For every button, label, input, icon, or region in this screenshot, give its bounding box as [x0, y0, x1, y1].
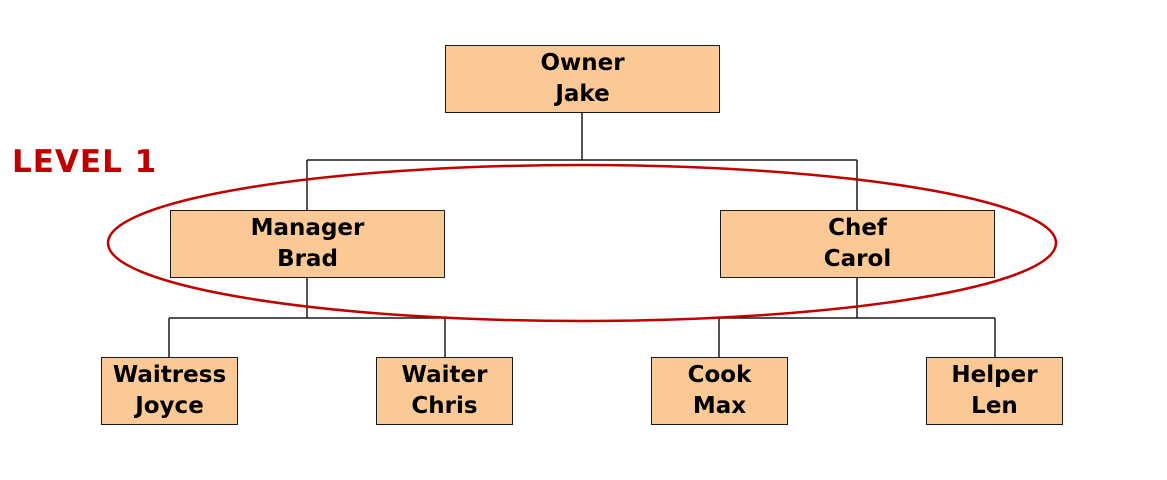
- node-waiter: Waiter Chris: [376, 357, 513, 425]
- node-helper-name: Len: [971, 393, 1018, 419]
- node-manager-role: Manager: [250, 215, 365, 241]
- node-waitress-name: Joyce: [135, 393, 204, 419]
- node-owner-name: Jake: [555, 81, 610, 107]
- node-manager: Manager Brad: [170, 210, 445, 278]
- node-cook-name: Max: [692, 393, 747, 419]
- node-manager-name: Brad: [277, 246, 338, 272]
- node-chef-name: Carol: [823, 246, 892, 272]
- node-waitress: Waitress Joyce: [101, 357, 238, 425]
- node-helper-role: Helper: [951, 362, 1038, 388]
- level-label: LEVEL 1: [12, 144, 158, 180]
- node-cook: Cook Max: [651, 357, 788, 425]
- node-owner: Owner Jake: [445, 45, 720, 113]
- node-waiter-role: Waiter: [401, 362, 488, 388]
- node-cook-role: Cook: [687, 362, 752, 388]
- node-chef-role: Chef: [828, 215, 887, 241]
- node-owner-role: Owner: [540, 50, 625, 76]
- node-waitress-role: Waitress: [112, 362, 227, 388]
- node-helper: Helper Len: [926, 357, 1063, 425]
- node-waiter-name: Chris: [411, 393, 478, 419]
- node-chef: Chef Carol: [720, 210, 995, 278]
